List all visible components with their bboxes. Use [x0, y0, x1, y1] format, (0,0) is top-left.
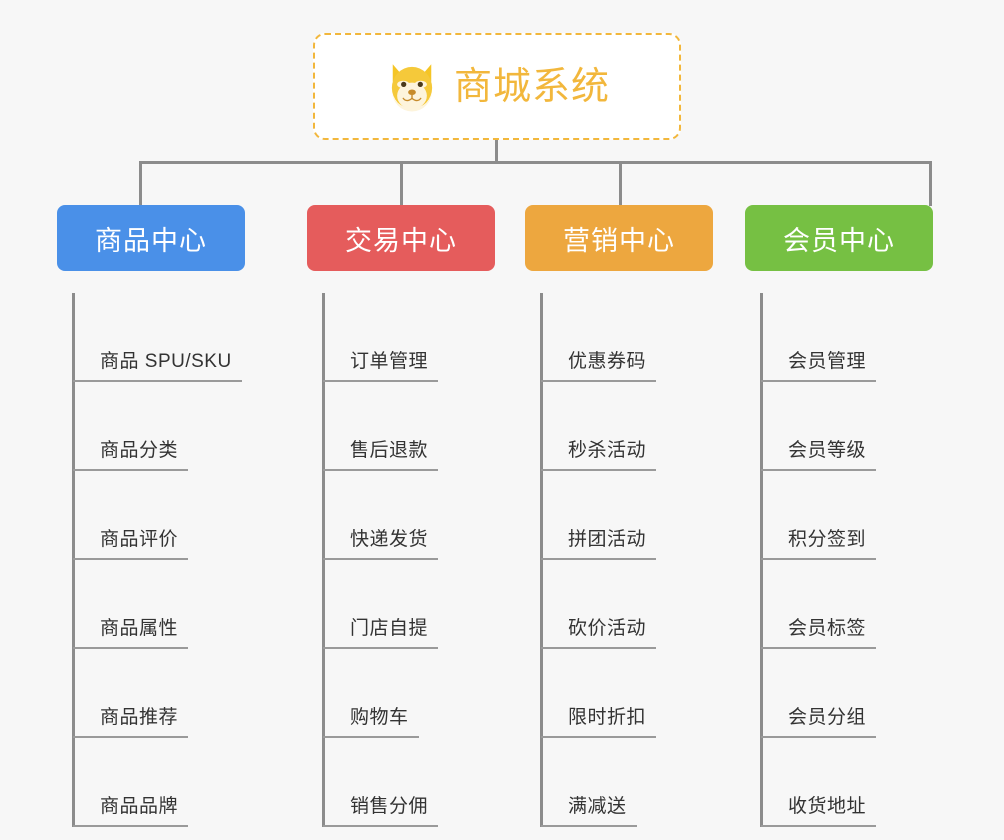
leaf-label: 拼团活动 — [541, 524, 657, 560]
list-item[interactable]: 快递发货 — [323, 471, 495, 560]
category-header-2[interactable]: 交易中心 — [307, 205, 495, 271]
category-header-label: 会员中心 — [783, 225, 895, 256]
list-item[interactable]: 商品分类 — [73, 382, 245, 471]
leaf-trunk-4 — [760, 293, 763, 827]
list-item[interactable]: 限时折扣 — [541, 649, 713, 738]
category-header-1[interactable]: 商品中心 — [57, 205, 245, 271]
list-item[interactable]: 商品属性 — [73, 560, 245, 649]
connector-root-stem — [495, 140, 498, 164]
leaf-label: 销售分佣 — [323, 791, 439, 827]
connector-drop-4 — [929, 161, 932, 206]
leaf-label: 收货地址 — [761, 791, 877, 827]
root-node[interactable]: 商城系统 — [313, 33, 681, 140]
list-item[interactable]: 会员等级 — [761, 382, 933, 471]
list-item[interactable]: 砍价活动 — [541, 560, 713, 649]
category-header-label: 交易中心 — [345, 225, 457, 256]
leaf-label: 商品评价 — [73, 524, 189, 560]
list-item[interactable]: 积分签到 — [761, 471, 933, 560]
leaf-label: 门店自提 — [323, 613, 439, 649]
leaf-label: 会员管理 — [761, 346, 877, 382]
leaf-list-4: 会员管理 会员等级 积分签到 会员标签 会员分组 收货地址 — [745, 293, 933, 827]
list-item[interactable]: 优惠券码 — [541, 293, 713, 382]
dog-face-icon — [391, 63, 433, 111]
root-title: 商城系统 — [453, 65, 610, 108]
leaf-label: 购物车 — [323, 702, 419, 738]
leaf-label: 会员分组 — [761, 702, 877, 738]
list-item[interactable]: 收货地址 — [761, 738, 933, 827]
connector-drop-3 — [619, 161, 622, 206]
leaf-label: 会员标签 — [761, 613, 877, 649]
leaf-label: 砍价活动 — [541, 613, 657, 649]
leaf-label: 快递发货 — [323, 524, 439, 560]
category-header-4[interactable]: 会员中心 — [745, 205, 933, 271]
category-column-2: 交易中心 订单管理 售后退款 快递发货 门店自提 购物车 销售分佣 — [307, 205, 495, 827]
leaf-list-1: 商品 SPU/SKU 商品分类 商品评价 商品属性 商品推荐 商品品牌 — [57, 293, 245, 827]
category-header-label: 商品中心 — [95, 225, 207, 256]
leaf-label: 商品属性 — [73, 613, 189, 649]
category-column-1: 商品中心 商品 SPU/SKU 商品分类 商品评价 商品属性 商品推荐 商品品牌 — [57, 205, 245, 827]
list-item[interactable]: 秒杀活动 — [541, 382, 713, 471]
list-item[interactable]: 订单管理 — [323, 293, 495, 382]
leaf-label: 订单管理 — [323, 346, 439, 382]
leaf-label: 售后退款 — [323, 435, 439, 471]
list-item[interactable]: 会员标签 — [761, 560, 933, 649]
list-item[interactable]: 购物车 — [323, 649, 495, 738]
list-item[interactable]: 会员分组 — [761, 649, 933, 738]
connector-drop-1 — [139, 161, 142, 206]
connector-drop-2 — [400, 161, 403, 206]
list-item[interactable]: 商品品牌 — [73, 738, 245, 827]
leaf-label: 优惠券码 — [541, 346, 657, 382]
leaf-label: 会员等级 — [761, 435, 877, 471]
list-item[interactable]: 商品评价 — [73, 471, 245, 560]
leaf-label: 秒杀活动 — [541, 435, 657, 471]
leaf-trunk-3 — [540, 293, 543, 827]
leaf-label: 商品推荐 — [73, 702, 189, 738]
list-item[interactable]: 销售分佣 — [323, 738, 495, 827]
list-item[interactable]: 门店自提 — [323, 560, 495, 649]
list-item[interactable]: 会员管理 — [761, 293, 933, 382]
list-item[interactable]: 商品推荐 — [73, 649, 245, 738]
leaf-label: 商品分类 — [73, 435, 189, 471]
leaf-trunk-2 — [322, 293, 325, 827]
leaf-list-3: 优惠券码 秒杀活动 拼团活动 砍价活动 限时折扣 满减送 — [525, 293, 713, 827]
leaf-list-2: 订单管理 售后退款 快递发货 门店自提 购物车 销售分佣 — [307, 293, 495, 827]
list-item[interactable]: 售后退款 — [323, 382, 495, 471]
leaf-label: 满减送 — [541, 791, 637, 827]
connector-horizontal-bus — [139, 161, 932, 164]
leaf-label: 限时折扣 — [541, 702, 657, 738]
list-item[interactable]: 商品 SPU/SKU — [73, 293, 245, 382]
category-column-4: 会员中心 会员管理 会员等级 积分签到 会员标签 会员分组 收货地址 — [745, 205, 933, 827]
leaf-trunk-1 — [72, 293, 75, 827]
list-item[interactable]: 拼团活动 — [541, 471, 713, 560]
category-header-3[interactable]: 营销中心 — [525, 205, 713, 271]
category-header-label: 营销中心 — [563, 225, 675, 256]
leaf-label: 积分签到 — [761, 524, 877, 560]
category-column-3: 营销中心 优惠券码 秒杀活动 拼团活动 砍价活动 限时折扣 满减送 — [525, 205, 713, 827]
list-item[interactable]: 满减送 — [541, 738, 713, 827]
leaf-label: 商品 SPU/SKU — [73, 346, 242, 382]
leaf-label: 商品品牌 — [73, 791, 189, 827]
